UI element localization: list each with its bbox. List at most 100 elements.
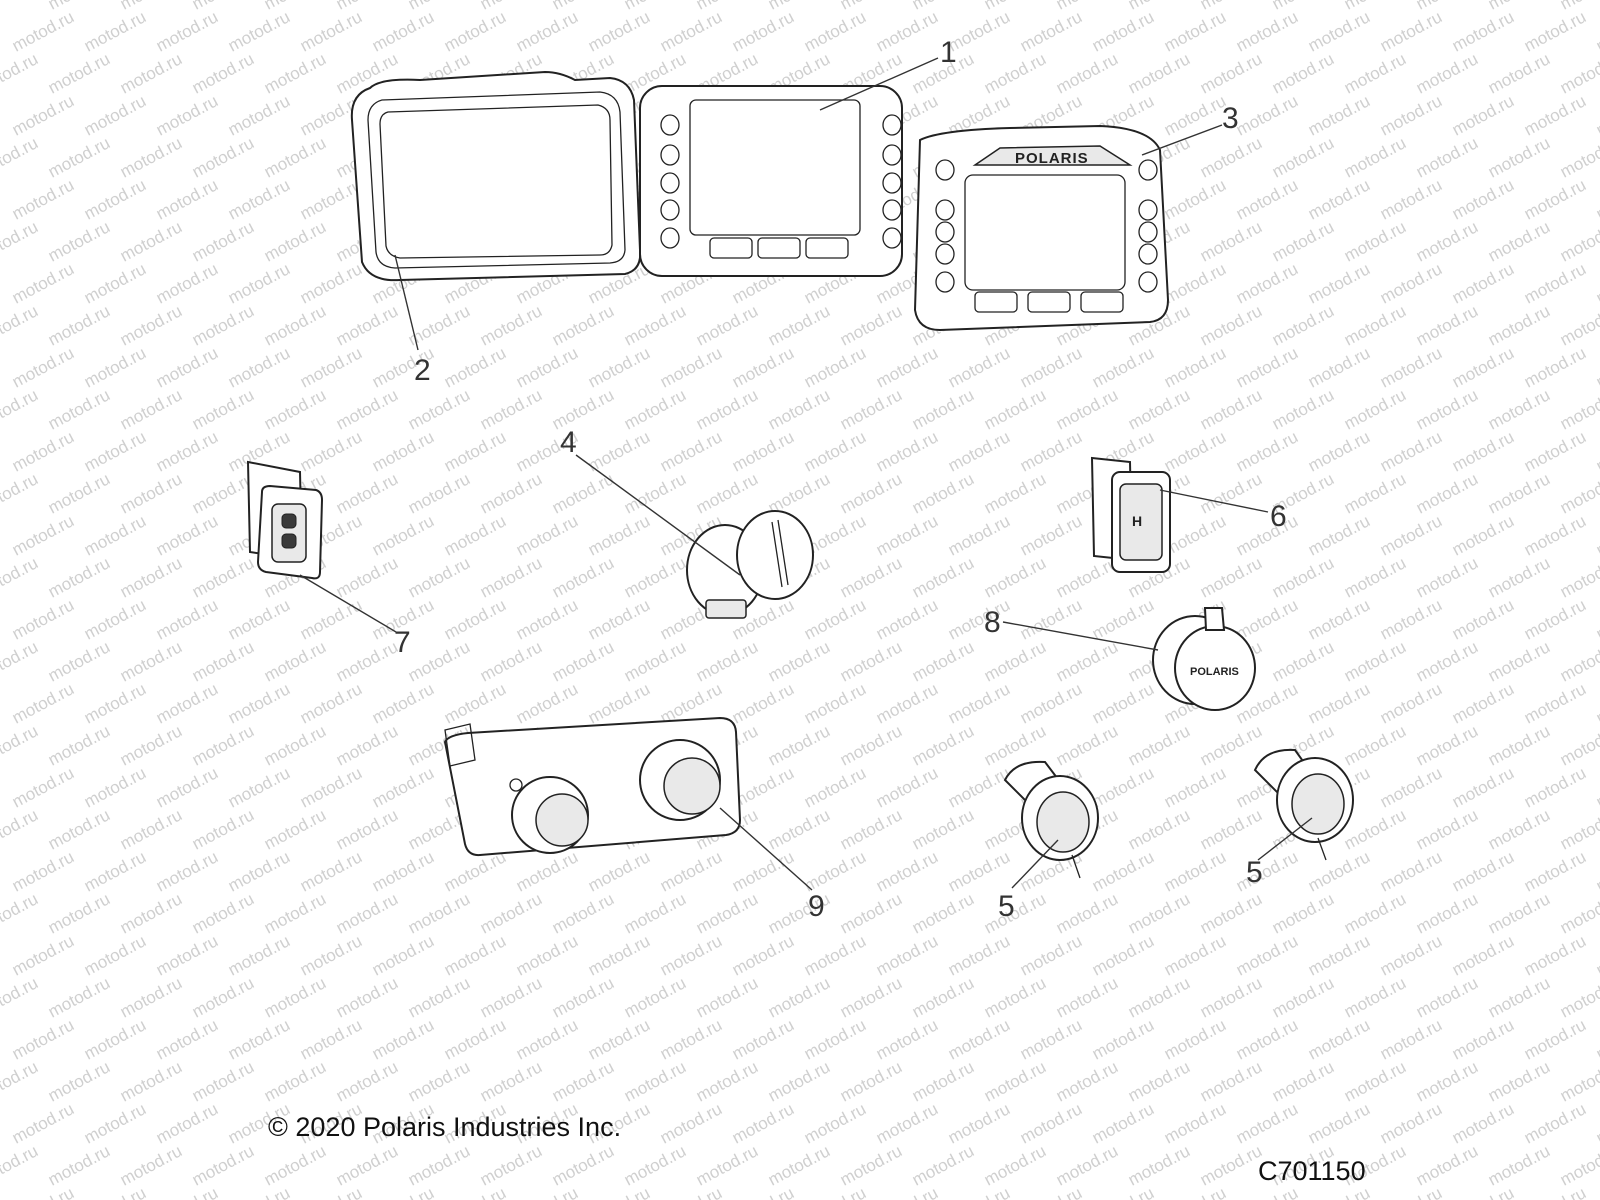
- watermark-text: motod.ru: [153, 175, 221, 223]
- watermark-text: motod.ru: [621, 301, 689, 349]
- watermark-text: motod.ru: [1413, 637, 1481, 685]
- watermark-text: motod.ru: [1161, 343, 1229, 391]
- watermark-text: motod.ru: [1377, 175, 1445, 223]
- watermark-text: motod.ru: [1305, 511, 1373, 559]
- watermark-text: motod.ru: [189, 49, 257, 97]
- watermark-text: motod.ru: [909, 385, 977, 433]
- watermark-text: motod.ru: [1485, 217, 1553, 265]
- watermark-text: motod.ru: [729, 1099, 797, 1147]
- watermark-text: motod.ru: [1197, 49, 1265, 97]
- display-side-button: [935, 221, 955, 243]
- watermark-text: motod.ru: [405, 637, 473, 685]
- watermark-text: motod.ru: [1161, 931, 1229, 979]
- watermark-text: motod.ru: [1305, 1099, 1373, 1147]
- watermark-text: motod.ru: [1593, 763, 1600, 811]
- display-side-button: [1138, 243, 1158, 265]
- callout-7: 7: [394, 626, 411, 659]
- watermark-text: motod.ru: [1377, 679, 1445, 727]
- watermark-text: motod.ru: [801, 7, 869, 55]
- watermark-text: motod.ru: [1269, 889, 1337, 937]
- watermark-text: motod.ru: [225, 847, 293, 895]
- watermark-text: motod.ru: [1233, 847, 1301, 895]
- watermark-text: motod.ru: [1161, 427, 1229, 475]
- watermark-text: motod.ru: [1161, 7, 1229, 55]
- watermark-text: motod.ru: [117, 301, 185, 349]
- watermark-text: motod.ru: [1449, 511, 1517, 559]
- watermark-text: motod.ru: [9, 763, 77, 811]
- watermark-text: motod.ru: [513, 343, 581, 391]
- watermark-text: motod.ru: [1053, 0, 1121, 14]
- watermark-text: motod.ru: [1557, 1057, 1600, 1105]
- watermark-text: motod.ru: [549, 0, 617, 14]
- watermark-text: motod.ru: [513, 1015, 581, 1063]
- watermark-text: motod.ru: [1593, 259, 1600, 307]
- watermark-text: motod.ru: [0, 469, 41, 517]
- watermark-text: motod.ru: [45, 721, 113, 769]
- watermark-text: motod.ru: [81, 931, 149, 979]
- watermark-text: motod.ru: [873, 1015, 941, 1063]
- watermark-text: motod.ru: [153, 679, 221, 727]
- watermark-text: motod.ru: [189, 805, 257, 853]
- watermark-text: motod.ru: [297, 7, 365, 55]
- watermark-text: motod.ru: [0, 133, 41, 181]
- watermark-text: motod.ru: [1449, 343, 1517, 391]
- watermark-text: motod.ru: [549, 637, 617, 685]
- watermark-text: motod.ru: [117, 1057, 185, 1105]
- watermark-text: motod.ru: [477, 301, 545, 349]
- watermark-text: motod.ru: [1521, 7, 1589, 55]
- watermark-text: motod.ru: [1125, 1057, 1193, 1105]
- watermark-text: motod.ru: [477, 889, 545, 937]
- watermark-text: motod.ru: [1449, 91, 1517, 139]
- watermark-text: motod.ru: [585, 595, 653, 643]
- watermark-text: motod.ru: [333, 0, 401, 14]
- watermark-text: motod.ru: [765, 1141, 833, 1189]
- watermark-text: motod.ru: [405, 385, 473, 433]
- watermark-text: motod.ru: [981, 889, 1049, 937]
- watermark-text: motod.ru: [225, 931, 293, 979]
- watermark-text: motod.ru: [1557, 217, 1600, 265]
- watermark-text: motod.ru: [837, 1057, 905, 1105]
- watermark-text: motod.ru: [1017, 343, 1085, 391]
- watermark-text: motod.ru: [585, 679, 653, 727]
- leader-lines: [299, 57, 1313, 891]
- watermark-text: motod.ru: [441, 595, 509, 643]
- watermark-text: motod.ru: [693, 889, 761, 937]
- watermark-text: motod.ru: [261, 385, 329, 433]
- watermark-text: motod.ru: [729, 679, 797, 727]
- watermark-text: motod.ru: [1017, 427, 1085, 475]
- watermark-text: motod.ru: [45, 469, 113, 517]
- watermark-text: motod.ru: [1377, 1015, 1445, 1063]
- display-side-button: [1138, 271, 1158, 293]
- watermark-text: motod.ru: [333, 385, 401, 433]
- watermark-text: motod.ru: [1413, 301, 1481, 349]
- watermark-text: motod.ru: [801, 763, 869, 811]
- watermark-text: motod.ru: [1305, 1015, 1373, 1063]
- watermark-text: motod.ru: [981, 1057, 1049, 1105]
- watermark-text: motod.ru: [9, 259, 77, 307]
- watermark-text: motod.ru: [909, 1057, 977, 1105]
- watermark-text: motod.ru: [1413, 49, 1481, 97]
- watermark-text: motod.ru: [1449, 931, 1517, 979]
- watermark-text: motod.ru: [1233, 343, 1301, 391]
- watermark-text: motod.ru: [0, 1057, 41, 1105]
- watermark-text: motod.ru: [585, 931, 653, 979]
- watermark-text: motod.ru: [513, 679, 581, 727]
- watermark-text: motod.ru: [153, 259, 221, 307]
- watermark-text: motod.ru: [369, 847, 437, 895]
- watermark-text: motod.ru: [1485, 385, 1553, 433]
- watermark-text: motod.ru: [1341, 1057, 1409, 1105]
- watermark-text: motod.ru: [189, 973, 257, 1021]
- watermark-text: motod.ru: [477, 0, 545, 14]
- watermark-text: motod.ru: [513, 931, 581, 979]
- svg-text:H: H: [1132, 513, 1142, 529]
- watermark-text: motod.ru: [765, 301, 833, 349]
- watermark-text: motod.ru: [189, 385, 257, 433]
- watermark-text: motod.ru: [225, 7, 293, 55]
- watermark-text: motod.ru: [1377, 595, 1445, 643]
- watermark-text: motod.ru: [189, 553, 257, 601]
- watermark-text: motod.ru: [189, 889, 257, 937]
- watermark-text: motod.ru: [1161, 1183, 1229, 1200]
- watermark-text: motod.ru: [477, 1057, 545, 1105]
- watermark-text: motod.ru: [9, 847, 77, 895]
- watermark-text: motod.ru: [0, 1141, 41, 1189]
